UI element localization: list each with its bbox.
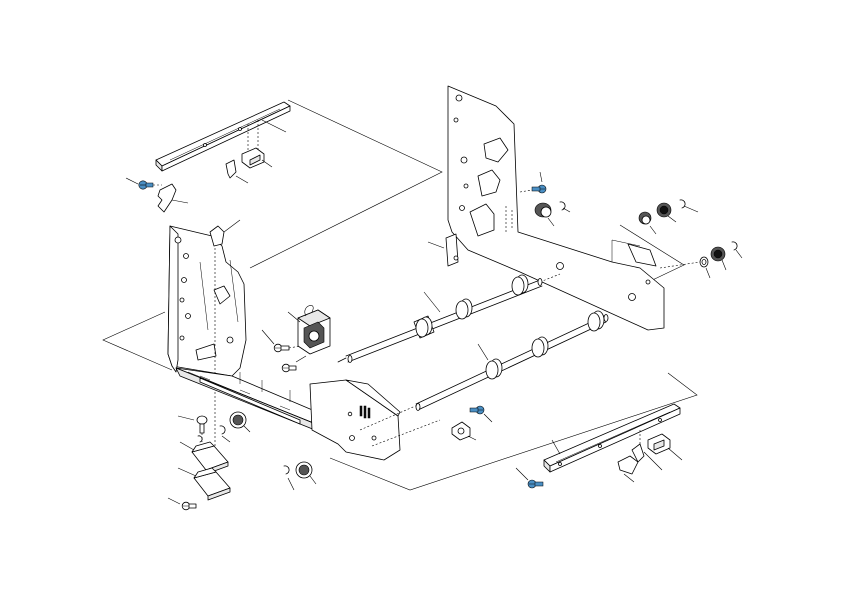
bushing-icon bbox=[451, 421, 477, 441]
e-ring-icon bbox=[559, 201, 571, 213]
right-side-frame bbox=[447, 85, 665, 331]
gear-icon bbox=[656, 202, 677, 223]
bracket-icon bbox=[179, 441, 229, 475]
upper-sensor-bracket bbox=[241, 147, 273, 169]
upper-actuator-lever bbox=[225, 159, 249, 184]
screw-icon bbox=[125, 177, 162, 190]
upper-stay-left bbox=[155, 101, 291, 172]
e-ring-icon bbox=[679, 199, 699, 213]
roller-icon bbox=[415, 310, 609, 411]
e-ring-icon bbox=[219, 425, 231, 443]
screw-icon bbox=[281, 355, 307, 373]
left-frame-top-bracket bbox=[209, 219, 241, 247]
gear-icon bbox=[295, 461, 317, 485]
gear-icon bbox=[229, 411, 251, 433]
gear-icon bbox=[638, 211, 657, 235]
fan-motor-icon bbox=[287, 305, 331, 355]
e-ring-icon bbox=[283, 465, 295, 491]
bracket-icon bbox=[177, 467, 231, 501]
e-ring-icon bbox=[731, 241, 743, 259]
screw-icon bbox=[519, 171, 547, 194]
bracket-icon bbox=[157, 183, 189, 213]
screw-icon bbox=[261, 329, 301, 353]
screw-icon bbox=[515, 467, 544, 489]
bracket-icon bbox=[617, 455, 639, 483]
screw-icon bbox=[167, 497, 197, 511]
left-side-frame bbox=[167, 225, 247, 460]
bracket-icon bbox=[631, 443, 663, 471]
screw-icon bbox=[469, 405, 493, 423]
lower-stay-right bbox=[543, 403, 681, 473]
bracket-icon bbox=[427, 233, 459, 267]
bushing-icon bbox=[699, 256, 711, 279]
shaft-axis-line bbox=[659, 261, 701, 269]
screw-icon bbox=[177, 415, 208, 442]
gear-icon bbox=[534, 202, 555, 227]
gear-icon bbox=[710, 246, 727, 271]
center-front-plate bbox=[309, 379, 441, 461]
sensor-icon bbox=[647, 433, 683, 461]
roller-icon bbox=[337, 273, 561, 363]
e-ring-icon bbox=[197, 435, 203, 443]
